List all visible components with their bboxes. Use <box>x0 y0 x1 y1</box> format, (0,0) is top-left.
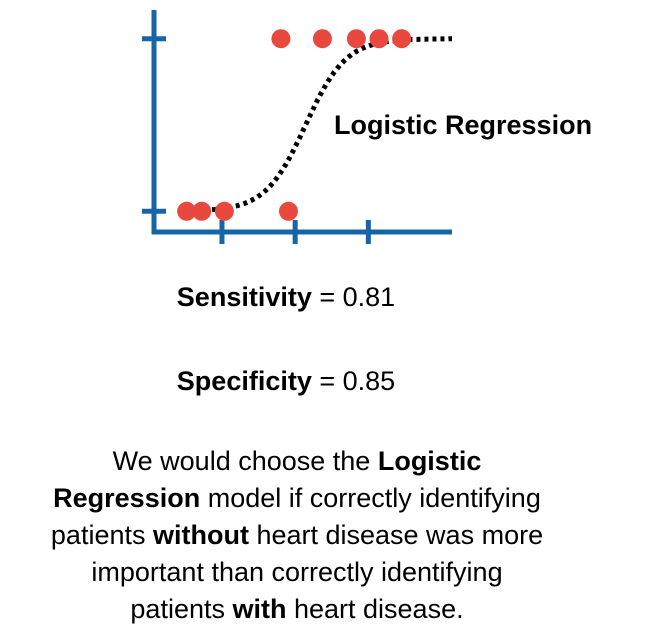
data-point <box>278 201 298 221</box>
data-point <box>214 201 234 221</box>
logistic-regression-chart <box>142 10 452 244</box>
conclusion-bold-part: with <box>232 594 287 624</box>
data-point <box>192 201 212 221</box>
sensitivity-label: Sensitivity <box>176 282 312 312</box>
conclusion-text-part: We would choose the <box>112 446 378 476</box>
conclusion-bold-part: without <box>152 520 249 550</box>
conclusion-text: We would choose the Logistic Regression … <box>0 443 594 628</box>
conclusion-bold-part: Logistic <box>377 446 482 476</box>
data-point <box>392 29 412 49</box>
data-point <box>271 29 291 49</box>
curve-label: Logistic Regression <box>334 110 593 140</box>
sensitivity-value: = 0.81 <box>319 282 396 312</box>
specificity-metric: Specificity = 0.85 <box>0 366 572 397</box>
data-point <box>312 29 332 49</box>
conclusion-text-part: patients <box>130 594 233 624</box>
conclusion-text-part: patients <box>50 520 153 550</box>
data-point <box>177 201 197 221</box>
conclusion-text-part: important than correctly identifying <box>91 557 503 587</box>
data-point <box>369 29 389 49</box>
conclusion-text-part: model if correctly identifying <box>200 483 541 513</box>
conclusion-bold-part: Regression <box>53 483 201 513</box>
data-point <box>346 29 366 49</box>
specificity-value: = 0.85 <box>319 366 396 396</box>
sensitivity-metric: Sensitivity = 0.81 <box>0 282 572 313</box>
specificity-label: Specificity <box>176 366 312 396</box>
conclusion-text-part: heart disease. <box>286 594 464 624</box>
conclusion-text-part: heart disease was more <box>248 520 544 550</box>
